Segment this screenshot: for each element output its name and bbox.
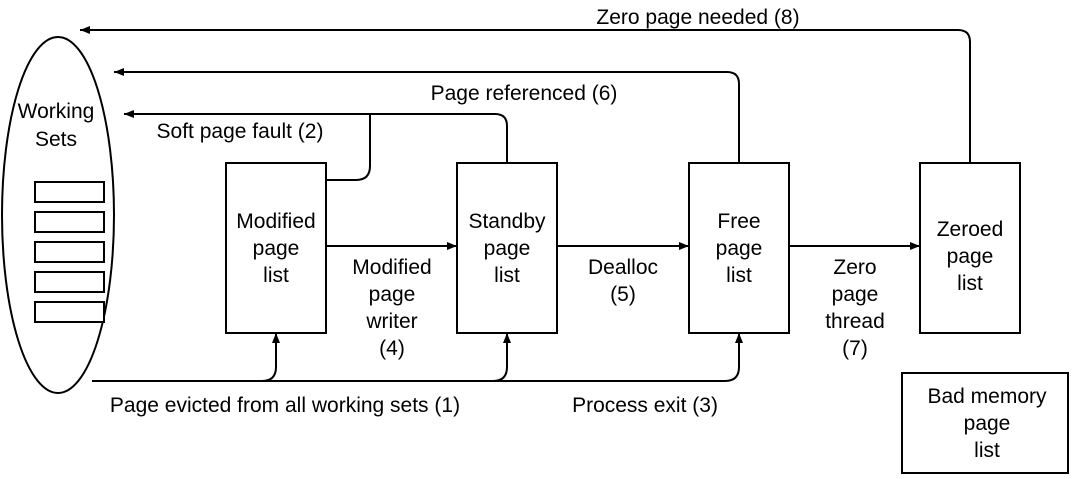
standby-box-line1: Standby [468, 210, 546, 233]
label-zero-page-needed: Zero page needed (8) [596, 6, 799, 29]
modified-box-line2: page [253, 237, 300, 260]
zeroed-box-line1: Zeroed [937, 218, 1004, 241]
label-process-exit: Process exit (3) [572, 394, 718, 417]
modified-box-line1: Modified [236, 210, 315, 233]
arrow-process-exit-to-free [493, 333, 743, 382]
working-set-slot [34, 211, 105, 233]
label-zero-page-thread-line1: Zero [833, 256, 876, 279]
working-set-slot [34, 241, 105, 263]
working-sets-label-line1: Working [18, 100, 95, 123]
modified-page-list-box: Modified page list [225, 162, 327, 334]
zeroed-box-line2: page [947, 245, 994, 268]
zeroed-box-line3: list [957, 272, 983, 295]
standby-page-list-box: Standby page list [456, 162, 558, 334]
free-page-list-box: Free page list [688, 162, 790, 334]
arrow-zero-page-needed [80, 26, 971, 163]
bad-memory-page-list-box: Bad memory page list [901, 372, 1069, 474]
arrow-soft-page-fault [326, 114, 371, 181]
label-dealloc-line2: (5) [610, 283, 636, 306]
arrow-evicted-to-modified [92, 333, 280, 382]
label-zero-page-thread-line4: (7) [842, 337, 868, 360]
standby-box-line2: page [484, 237, 531, 260]
arrow-free-to-working-sets [114, 68, 740, 163]
working-sets: Working Sets [1, 36, 115, 394]
standby-box-line3: list [494, 264, 520, 287]
label-soft-page-fault: Soft page fault (2) [157, 120, 324, 143]
working-set-slot [34, 301, 105, 323]
bad-box-line1: Bad memory [927, 385, 1047, 408]
modified-box-line3: list [263, 264, 289, 287]
label-page-referenced: Page referenced (6) [431, 82, 618, 105]
bad-box-line3: list [974, 439, 1000, 462]
arrow-page-referenced [124, 110, 508, 163]
label-modified-page-writer-line2: page [369, 283, 416, 306]
working-set-slot [34, 271, 105, 293]
bad-box-line2: page [964, 412, 1011, 435]
free-box-line3: list [726, 264, 752, 287]
label-zero-page-thread-line3: thread [825, 310, 885, 333]
free-box-line2: page [716, 237, 763, 260]
label-dealloc-line1: Dealloc [588, 256, 658, 279]
label-modified-page-writer-line3: writer [365, 310, 417, 333]
working-sets-label-line2: Sets [35, 128, 77, 151]
label-modified-page-writer-line4: (4) [379, 337, 405, 360]
label-zero-page-thread-line2: page [832, 283, 879, 306]
working-set-slot [34, 181, 105, 203]
free-box-line1: Free [717, 210, 760, 233]
label-page-evicted: Page evicted from all working sets (1) [110, 394, 460, 417]
zeroed-page-list-box: Zeroed page list [919, 162, 1021, 334]
label-modified-page-writer-line1: Modified [352, 256, 431, 279]
